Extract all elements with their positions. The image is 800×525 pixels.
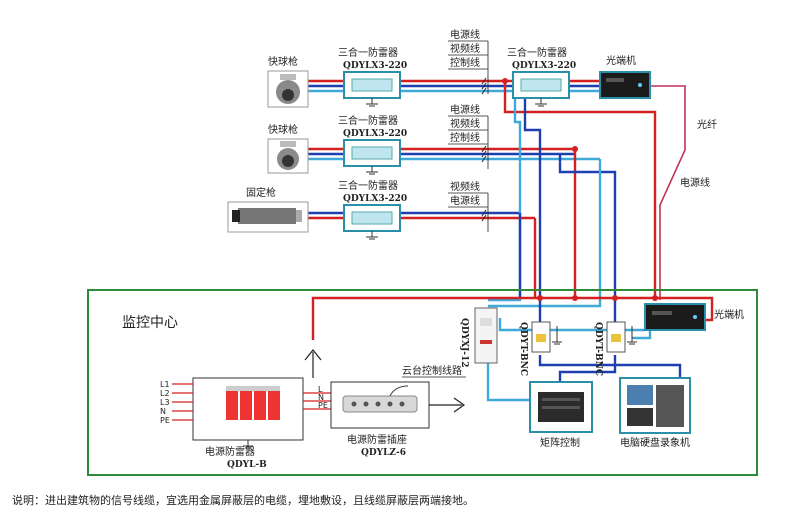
- surge-protector-name: 三合一防雷器: [338, 46, 398, 59]
- bnc-protector-2: [606, 321, 637, 353]
- ptz-line-label: 云台控制线路: [402, 364, 462, 377]
- ground-icon: [366, 231, 378, 240]
- bnc2-to-dvr: [558, 355, 617, 382]
- power-spd-device: [192, 377, 304, 441]
- surge-protector-model: QDYLX3-220: [343, 61, 407, 71]
- center-transceiver-label: 光端机: [714, 308, 744, 321]
- transceiver-to-sp: [498, 318, 645, 332]
- speed-dome-1-label: 快球枪: [268, 55, 298, 68]
- bnc-1-model: QDYT-BNC: [518, 322, 528, 376]
- cable-type-label: 视频线: [450, 180, 480, 193]
- input-terminal-label: N: [160, 407, 166, 416]
- right-arrow-icon: [429, 397, 466, 413]
- bnc-protector-1: [531, 321, 562, 353]
- ground-icon: [535, 98, 547, 107]
- cable-type-label: 视频线: [450, 42, 480, 55]
- monitoring-center-frame: [87, 289, 758, 476]
- surge-protector-device: [343, 71, 401, 99]
- surge-protectors: 三合一防雷器 QDYLX3-220 三合一防雷器 QDYLX3-220 三合一防雷器 QD…: [338, 46, 576, 240]
- surge-protector-model: QDYLX3-220: [512, 61, 576, 71]
- ptz-line: [486, 360, 530, 402]
- junction-dots: [502, 78, 658, 301]
- signal-protector-model: QDYXJ-12: [459, 318, 469, 368]
- surge-protector-device: [343, 204, 401, 232]
- dvr-device: [619, 377, 691, 434]
- dvr-label: 电脑硬盘录象机: [620, 436, 690, 449]
- video-drop-row1: [523, 86, 542, 298]
- surge-protector-device: [512, 71, 570, 99]
- cable-type-label: 视频线: [450, 117, 480, 130]
- center-transceiver: [644, 303, 706, 331]
- output-terminal-label: PE: [318, 401, 328, 410]
- fixed-camera-label: 固定枪: [246, 186, 276, 199]
- cable-type-label: 控制线: [450, 56, 480, 69]
- fixed-camera: [227, 201, 309, 233]
- surge-protector-device: [343, 139, 401, 167]
- input-terminal-label: L2: [160, 389, 170, 398]
- input-terminal-label: PE: [160, 416, 170, 425]
- input-terminal-label: L3: [160, 398, 170, 407]
- video-drop-row2: [558, 154, 617, 298]
- matrix-label: 矩阵控制: [540, 436, 580, 449]
- cable-type-label: 电源线: [450, 194, 480, 207]
- note-caption: 说明：进出建筑物的信号线缆，宜选用金属屏蔽层的电缆，埋地敷设，且线缆屏蔽层两端接…: [12, 494, 474, 507]
- power-spd-model: QDYL-B: [227, 460, 267, 470]
- cable-type-label: 电源线: [450, 28, 480, 41]
- center-power-bus: [311, 296, 714, 340]
- cable-type-label: 电源线: [450, 103, 480, 116]
- signal-protector-device: [474, 307, 498, 364]
- junction-dot: [537, 295, 543, 301]
- ground-icon: [366, 166, 378, 175]
- surge-protector-model: QDYLX3-220: [343, 194, 407, 204]
- junction-dot: [652, 295, 658, 301]
- junction-dot: [612, 295, 618, 301]
- junction-dot: [572, 146, 578, 152]
- surge-protector-name: 三合一防雷器: [338, 114, 398, 127]
- surge-protector-model: QDYLX3-220: [343, 129, 407, 139]
- surge-protector-name: 三合一防雷器: [507, 46, 567, 59]
- bnc-2-model: QDYT-BNC: [593, 322, 603, 376]
- ground-icon: [366, 98, 378, 107]
- junction-dot: [572, 295, 578, 301]
- optical-power-label: 电源线: [680, 176, 710, 189]
- fiber-label: 光纤: [697, 118, 717, 131]
- cable-type-label: 控制线: [450, 131, 480, 144]
- socket-model: QDYLZ-6: [361, 448, 406, 458]
- power-drop-row1: [503, 81, 657, 298]
- bnc-to-matrix: [538, 355, 682, 382]
- output-terminal-label: L: [318, 385, 323, 394]
- surge-socket-device: [330, 381, 430, 429]
- remote-transceiver: [599, 71, 651, 99]
- ground-icon: [243, 440, 253, 449]
- remote-transceiver-label: 光端机: [606, 54, 636, 67]
- input-terminal-label: L1: [160, 380, 170, 389]
- fiber-line: [650, 85, 686, 300]
- surge-protector-name: 三合一防雷器: [338, 179, 398, 192]
- output-terminal-label: N: [318, 393, 324, 402]
- up-arrow-icon: [304, 349, 322, 378]
- monitoring-center-title: 监控中心: [122, 315, 178, 331]
- speed-dome-camera-1: [267, 70, 309, 108]
- control-drop-row1: [488, 91, 522, 302]
- speed-dome-camera-2: [267, 138, 309, 174]
- control-drop-row2: [488, 159, 602, 308]
- power-spd-name: 电源防雷器: [205, 445, 255, 458]
- speed-dome-2-label: 快球枪: [268, 123, 298, 136]
- matrix-controller-device: [529, 381, 593, 433]
- junction-dot: [502, 78, 508, 84]
- socket-name: 电源防雷插座: [347, 433, 407, 446]
